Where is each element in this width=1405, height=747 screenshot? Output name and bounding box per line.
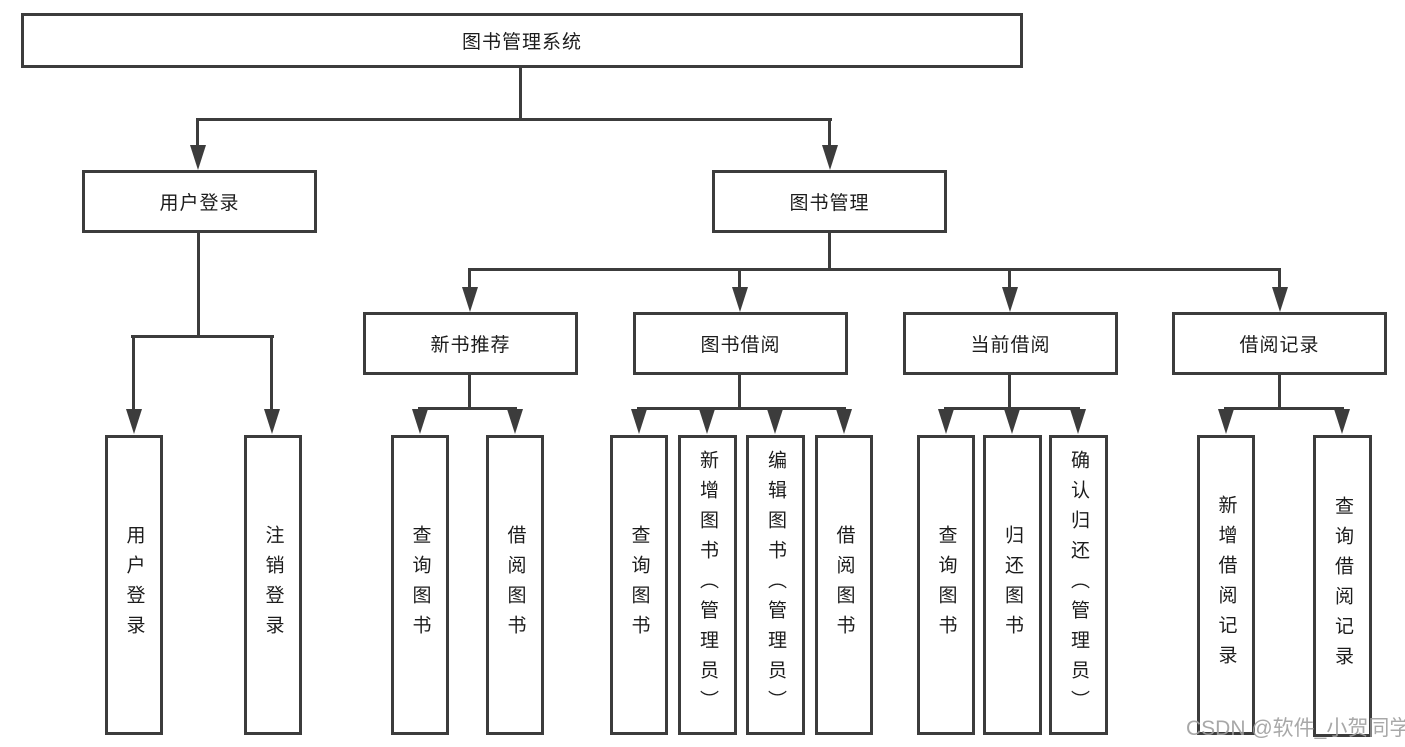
node-label: 新增借阅记录	[1215, 495, 1237, 675]
node-label: 图书管理系统	[461, 32, 582, 53]
arrow-down-icon	[1002, 287, 1018, 312]
leaf-edit-books-admin: 编辑图书（管理员）	[746, 435, 805, 735]
connector-drop-user-login	[196, 118, 199, 150]
node-label: 注销登录	[262, 525, 284, 645]
connector-book-mgmt-stem	[828, 233, 831, 270]
node-label: 借阅记录	[1239, 335, 1320, 356]
arrow-down-icon	[1272, 287, 1288, 312]
connector-user-login-stem	[197, 233, 200, 337]
arrow-down-icon	[507, 409, 523, 434]
connector-new-books-stem	[468, 375, 471, 409]
node-label: 当前借阅	[970, 335, 1051, 356]
node-label: 查询图书	[628, 525, 650, 645]
leaf-query-borrow-record: 查询借阅记录	[1313, 435, 1372, 737]
leaf-confirm-return-admin: 确认归还（管理员）	[1049, 435, 1108, 735]
leaf-return-books: 归还图书	[983, 435, 1042, 735]
arrow-down-icon	[938, 409, 954, 434]
arrow-down-icon	[1070, 409, 1086, 434]
arrow-down-icon	[767, 409, 783, 434]
arrow-down-icon	[190, 145, 206, 170]
arrow-down-icon	[126, 409, 142, 434]
node-current-borrowing: 当前借阅	[903, 312, 1118, 375]
connector-drop	[1008, 268, 1011, 290]
arrow-down-icon	[1334, 409, 1350, 434]
leaf-query-books: 查询图书	[610, 435, 668, 735]
node-label: 查询图书	[935, 525, 957, 645]
node-label: 查询图书	[409, 525, 431, 645]
node-label: 借阅图书	[504, 525, 526, 645]
connector-drop	[270, 335, 273, 411]
node-label: 新书推荐	[430, 335, 511, 356]
leaf-add-books-admin: 新增图书（管理员）	[678, 435, 737, 735]
connector-drop	[468, 268, 471, 290]
leaf-borrow-books: 借阅图书	[815, 435, 873, 735]
arrow-down-icon	[264, 409, 280, 434]
connector-new-books-bus	[418, 407, 517, 410]
node-label: 编辑图书（管理员）	[765, 450, 786, 720]
connector-drop	[1278, 268, 1281, 290]
connector-drop	[738, 268, 741, 290]
connector-drop-book-mgmt	[828, 118, 831, 150]
node-label: 用户登录	[159, 193, 240, 214]
node-borrowing-records: 借阅记录	[1172, 312, 1387, 375]
connector-current-stem	[1008, 375, 1011, 409]
arrow-down-icon	[836, 409, 852, 434]
connector-user-login-bus	[131, 335, 274, 338]
leaf-borrow-books: 借阅图书	[486, 435, 544, 735]
arrow-down-icon	[412, 409, 428, 434]
node-book-borrowing: 图书借阅	[633, 312, 848, 375]
connector-borrowing-stem	[738, 375, 741, 409]
arrow-down-icon	[699, 409, 715, 434]
arrow-down-icon	[1004, 409, 1020, 434]
connector-records-bus	[1224, 407, 1344, 410]
leaf-add-borrow-record: 新增借阅记录	[1197, 435, 1255, 735]
connector-borrowing-bus	[637, 407, 846, 410]
connector-records-stem	[1278, 375, 1281, 409]
arrow-down-icon	[1218, 409, 1234, 434]
node-book-management-system: 图书管理系统	[21, 13, 1023, 68]
node-label: 新增图书（管理员）	[697, 450, 718, 720]
node-label: 确认归还（管理员）	[1068, 450, 1089, 720]
csdn-watermark: CSDN @软件_小贺同学	[1186, 717, 1405, 740]
connector-root-stem	[519, 68, 522, 118]
connector-level1-bus	[196, 118, 832, 121]
node-label: 借阅图书	[833, 525, 855, 645]
connector-drop	[132, 335, 135, 411]
node-label: 归还图书	[1002, 525, 1023, 645]
arrow-down-icon	[631, 409, 647, 434]
leaf-user-login: 用户登录	[105, 435, 163, 735]
connector-level3-bus	[468, 268, 1281, 271]
node-book-management: 图书管理	[712, 170, 947, 233]
node-label: 用户登录	[123, 525, 145, 645]
arrow-down-icon	[822, 145, 838, 170]
node-label: 图书管理	[789, 193, 870, 214]
leaf-query-books: 查询图书	[917, 435, 975, 735]
connector-current-bus	[944, 407, 1080, 410]
arrow-down-icon	[462, 287, 478, 312]
node-new-book-recommend: 新书推荐	[363, 312, 578, 375]
leaf-logout: 注销登录	[244, 435, 302, 735]
node-user-login: 用户登录	[82, 170, 317, 233]
leaf-query-books: 查询图书	[391, 435, 449, 735]
node-label: 图书借阅	[700, 335, 781, 356]
node-label: 查询借阅记录	[1332, 496, 1353, 676]
arrow-down-icon	[732, 287, 748, 312]
